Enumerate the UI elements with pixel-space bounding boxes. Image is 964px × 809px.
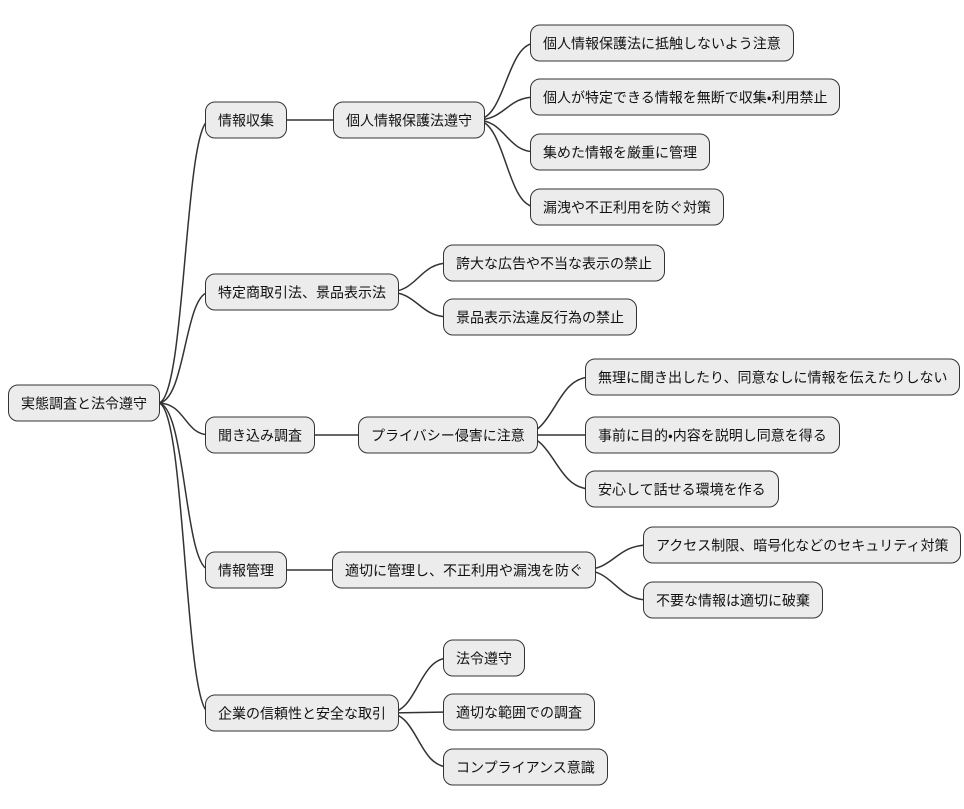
node-leaf-compliance-awareness: コンプライアンス意識 <box>443 748 608 786</box>
node-leaf-no-exaggerated-ads: 誇大な広告や不当な表示の禁止 <box>443 244 665 282</box>
node-leaf-strict-management: 集めた情報を厳重に管理 <box>530 133 710 171</box>
node-leaf-no-premiums-law-violation: 景品表示法違反行為の禁止 <box>443 298 637 336</box>
edge-root-to-corporate-trust <box>157 402 211 714</box>
node-commercial-transactions-law: 特定商取引法、景品表示法 <box>205 273 399 311</box>
node-leaf-no-forced-questioning: 無理に聞き出したり、同意なしに情報を伝えたりしない <box>585 358 961 396</box>
node-privacy-infringement-caution: プライバシー侵害に注意 <box>358 416 538 454</box>
node-interview-survey: 聞き込み調査 <box>205 416 315 454</box>
edge-personal-info-law-leaf-4 <box>475 119 537 208</box>
node-root-survey-compliance: 実態調査と法令遵守 <box>8 384 160 422</box>
node-leaf-proper-disposal: 不要な情報は適切に破棄 <box>643 581 823 619</box>
node-leaf-explain-and-get-consent: 事前に目的・内容を説明し同意を得る <box>585 416 840 454</box>
edge-root-to-information-management <box>157 402 211 571</box>
node-personal-info-protection-law: 個人情報保護法遵守 <box>333 101 485 139</box>
node-corporate-trust-safe-transactions: 企業の信頼性と安全な取引 <box>205 694 399 732</box>
edge-root-to-interview-survey <box>157 402 211 436</box>
node-leaf-appropriate-scope-survey: 適切な範囲での調査 <box>443 693 595 731</box>
node-information-management: 情報管理 <box>205 551 287 589</box>
node-information-gathering: 情報収集 <box>205 101 287 139</box>
node-leaf-avoid-violating-privacy-law: 個人情報保護法に抵触しないよう注意 <box>530 24 794 62</box>
node-leaf-leak-prevention-measures: 漏洩や不正利用を防ぐ対策 <box>530 188 724 226</box>
node-leaf-no-unauthorized-collection: 個人が特定できる情報を無断で収集・利用禁止 <box>530 78 841 116</box>
node-leaf-safe-talking-environment: 安心して話せる環境を作る <box>585 470 779 508</box>
edge-personal-info-law-leaf-3 <box>475 119 537 153</box>
node-leaf-security-measures: アクセス制限、暗号化などのセキュリティ対策 <box>643 526 962 564</box>
edge-root-to-commercial-transactions-law <box>157 291 211 404</box>
node-leaf-legal-compliance: 法令遵守 <box>443 639 525 677</box>
edge-root-to-information-gathering <box>157 119 211 404</box>
node-proper-management-prevent-misuse: 適切に管理し、不正利用や漏洩を防ぐ <box>332 551 596 589</box>
